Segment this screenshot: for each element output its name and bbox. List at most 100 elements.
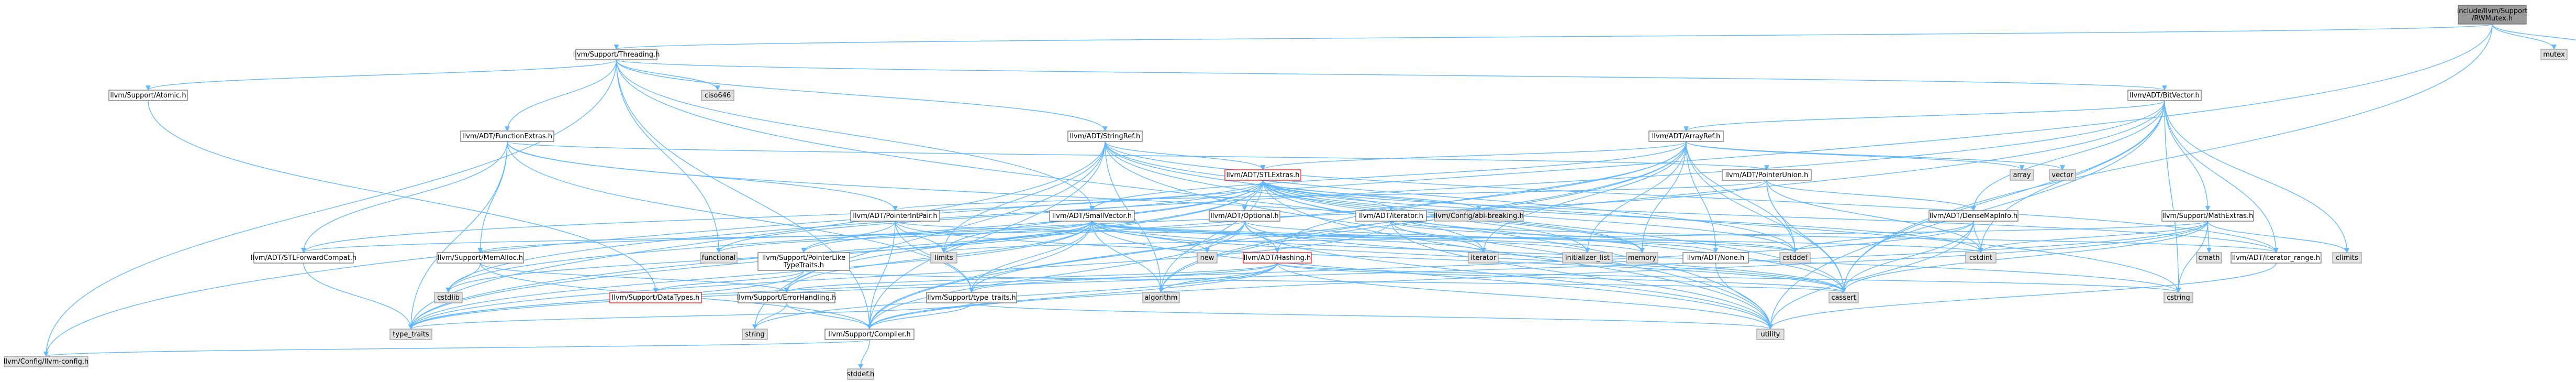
edge-bitvector-to-iterrange	[2164, 100, 2279, 253]
node-label: functional	[702, 254, 736, 262]
edge-stringref-to-cstring	[1105, 141, 2181, 293]
node-type_traits[interactable]: type_traits	[389, 329, 432, 340]
node-label: memory	[1628, 254, 1657, 262]
node-stl20[interactable]: llvm/ADT/STLForwardCompat.h	[251, 252, 356, 264]
node-cmath[interactable]: cmath	[2196, 252, 2222, 264]
node-none[interactable]: llvm/ADT/None.h	[1682, 252, 1749, 264]
node-initlist[interactable]: initializer_list	[1562, 252, 1613, 264]
node-box	[1355, 210, 1427, 222]
node-utility[interactable]: utility	[1756, 329, 1785, 340]
node-errorhandling[interactable]: llvm/Support/ErrorHandling.h	[737, 292, 837, 303]
node-box	[824, 329, 915, 340]
node-limits[interactable]: limits	[930, 252, 957, 264]
node-pointerintpair[interactable]: llvm/ADT/PointerIntPair.h	[850, 210, 940, 222]
node-configabi[interactable]: llvm/Config/abi-breaking.h	[1434, 210, 1524, 222]
node-mathextras[interactable]: llvm/Support/MathExtras.h	[2161, 210, 2254, 222]
node-array[interactable]: array	[2010, 169, 2034, 181]
node-box	[850, 210, 940, 222]
edge-smallvector-to-typetraitsh	[969, 221, 1092, 293]
node-label: llvm/Support/type_traits.h	[927, 294, 1016, 302]
node-stddef[interactable]: stddef.h	[847, 368, 874, 380]
edge-typetraitsh-to-compiler	[867, 302, 972, 330]
edge-stringref-to-cstddef	[1105, 141, 1798, 253]
edge-stringref-to-compiler	[867, 141, 1106, 330]
node-memalloc[interactable]: llvm/Support/MemAlloc.h	[437, 252, 524, 264]
edge-smallvector-to-utility	[1091, 221, 1773, 330]
node-box	[389, 329, 432, 340]
edge-pointerunion-to-densemapinfo	[1766, 180, 1976, 211]
node-hashing[interactable]: llvm/ADT/Hashing.h	[1243, 252, 1312, 264]
edge-optional-to-none	[1244, 221, 1719, 253]
edge-memalloc-to-cstdlib	[445, 263, 481, 293]
node-label: llvm/ADT/STLExtras.h	[1226, 171, 1299, 179]
node-pointerunion[interactable]: llvm/ADT/PointerUnion.h	[1722, 169, 1812, 181]
node-cstddef[interactable]: cstddef	[1779, 252, 1811, 264]
edge-smallvector-to-algorithm	[1091, 221, 1164, 293]
node-label: type_traits	[393, 331, 429, 339]
node-llvmconfig[interactable]: llvm/Config/llvm-config.h	[4, 356, 88, 367]
node-label: ciso646	[705, 92, 731, 100]
node-box	[460, 130, 554, 142]
node-label: llvm/Support/MemAlloc.h	[438, 254, 523, 262]
edge-hashing-to-cassert	[1277, 263, 1846, 293]
node-string[interactable]: string	[742, 329, 768, 340]
node-bitvector[interactable]: llvm/ADT/BitVector.h	[2127, 90, 2202, 101]
node-new[interactable]: new	[1197, 252, 1218, 264]
node-cassert[interactable]: cassert	[1828, 292, 1859, 303]
node-typetraitsh[interactable]: llvm/Support/type_traits.h	[926, 292, 1017, 303]
edge-smallvector-to-initlist	[1091, 221, 1590, 253]
node-memory[interactable]: memory	[1626, 252, 1658, 264]
edge-iterator-to-type_traits	[408, 221, 1392, 330]
edge-smallvector-to-limits	[941, 221, 1092, 253]
node-vector[interactable]: vector	[2049, 169, 2076, 181]
node-climits[interactable]: climits	[2332, 252, 2362, 264]
node-label: string	[745, 331, 764, 339]
node-iteratorh[interactable]: iterator	[1468, 252, 1499, 264]
node-ciso646[interactable]: ciso646	[701, 90, 734, 101]
node-cstdlib[interactable]: cstdlib	[434, 292, 463, 303]
node-box	[1468, 252, 1499, 264]
node-box	[2164, 292, 2193, 303]
edge-pointerintpair-to-pointerliketraits	[801, 221, 896, 253]
node-box	[1067, 130, 1143, 142]
node-arrayref[interactable]: llvm/ADT/ArrayRef.h	[1648, 130, 1724, 142]
node-optional[interactable]: llvm/ADT/Optional.h	[1209, 210, 1280, 222]
node-label: stddef.h	[847, 370, 874, 378]
node-densemapinfo[interactable]: llvm/ADT/DenseMapInfo.h	[1928, 210, 2019, 222]
node-label: llvm/ADT/Hashing.h	[1244, 254, 1311, 262]
node-atomic[interactable]: llvm/Support/Atomic.h	[108, 90, 188, 101]
edge-threading-to-smallvector	[616, 59, 1095, 211]
node-smallvector[interactable]: llvm/ADT/SmallVector.h	[1049, 210, 1135, 222]
edge-stlextras-to-cstddef	[1262, 180, 1798, 253]
node-iterrange[interactable]: llvm/ADT/iterator_range.h	[2231, 252, 2322, 264]
edge-functionextras-to-stl20	[301, 141, 508, 253]
node-algorithm[interactable]: algorithm	[1142, 292, 1180, 303]
node-datatypes[interactable]: llvm/Support/DataTypes.h	[609, 292, 702, 303]
node-label: cstdint	[1969, 254, 1992, 262]
node-functional[interactable]: functional	[700, 252, 738, 264]
node-box	[1142, 292, 1180, 303]
node-compiler[interactable]: llvm/Support/Compiler.h	[824, 329, 915, 340]
dependency-nodes: include/llvm/Support/RWMutex.hmutexshare…	[4, 5, 2568, 380]
node-iterator[interactable]: llvm/ADT/iterator.h	[1355, 210, 1427, 222]
node-functionextras[interactable]: llvm/ADT/FunctionExtras.h	[460, 130, 554, 142]
node-root[interactable]: include/llvm/Support/RWMutex.h	[2457, 5, 2528, 25]
node-box	[575, 49, 657, 60]
node-stringref[interactable]: llvm/ADT/StringRef.h	[1067, 130, 1143, 142]
node-label: llvm/Support/Compiler.h	[828, 331, 910, 339]
node-box	[926, 292, 1017, 303]
node-cstdint[interactable]: cstdint	[1965, 252, 1997, 264]
node-stlextras[interactable]: llvm/ADT/STLExtras.h	[1224, 169, 1301, 181]
node-threading[interactable]: llvm/Support/Threading.h	[573, 49, 660, 60]
node-label: llvm/Support/Threading.h	[573, 51, 660, 59]
node-box	[2196, 252, 2222, 264]
edge-mathextras-to-cstdint	[1978, 221, 2209, 253]
node-box	[1224, 169, 1301, 181]
node-label: /RWMutex.h	[2472, 15, 2513, 23]
node-cstring[interactable]: cstring	[2164, 292, 2193, 303]
node-box	[847, 368, 874, 380]
node-box	[742, 329, 768, 340]
node-mutex[interactable]: mutex	[2540, 49, 2568, 60]
node-box	[1828, 292, 1859, 303]
